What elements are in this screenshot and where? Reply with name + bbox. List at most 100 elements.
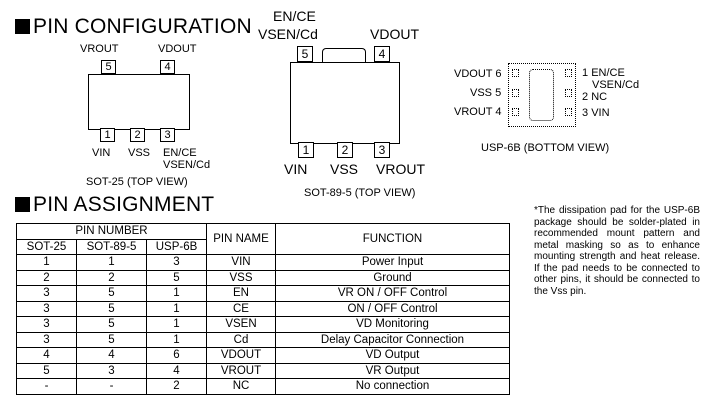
sot25-pin5: 5 (101, 60, 116, 74)
cell-sot25: 4 (16, 347, 77, 364)
cell-pin-name: Cd (206, 331, 276, 348)
usp6b-pin2-label: 2 NC (582, 91, 608, 103)
header-usp6b: USP-6B (146, 238, 207, 255)
usp6b-caption: USP-6B (BOTTOM VIEW) (481, 142, 610, 154)
usp6b-pin6-label: VDOUT 6 (454, 68, 502, 80)
cell-sot25: 2 (16, 269, 77, 286)
sot89-package-body (290, 62, 400, 144)
cell-function: Power Input (275, 254, 510, 271)
sot89-caption: SOT-89-5 (TOP VIEW) (304, 187, 416, 199)
cell-sot25: 1 (16, 254, 77, 271)
sot25-package-body (88, 74, 190, 130)
cell-function: Ground (275, 269, 510, 286)
sot89-pin3: 3 (374, 142, 390, 158)
sot89-pin5-label-line2: VSEN/Cd (258, 26, 318, 42)
sot89-pin1-label: VIN (284, 161, 308, 177)
cell-pin-name: VIN (206, 254, 276, 271)
usp6b-pad3 (565, 108, 572, 116)
cell-sot89: 3 (76, 362, 147, 379)
sot89-pin5: 5 (297, 46, 313, 62)
sot89-pin5-label-line1: EN/CE (273, 8, 316, 24)
cell-function: VD Output (275, 347, 510, 364)
cell-pin-name: VSEN (206, 316, 276, 333)
usp6b-pin5-label: VSS 5 (470, 87, 502, 99)
header-pin-name: PIN NAME (206, 223, 276, 255)
header-sot25: SOT-25 (16, 238, 77, 255)
sot25-pin3-label-line2: VSEN/Cd (163, 159, 211, 171)
usp6b-pad1 (565, 69, 572, 77)
pin-configuration-heading: PIN CONFIGURATION (15, 15, 252, 39)
cell-function: VD Monitoring (275, 316, 510, 333)
cell-usp6b: 5 (146, 269, 207, 286)
cell-sot89: 5 (76, 331, 147, 348)
usp6b-pad4 (512, 108, 519, 116)
cell-sot25: 3 (16, 316, 77, 333)
cell-usp6b: 1 (146, 285, 207, 302)
cell-pin-name: VDOUT (206, 347, 276, 364)
sot89-pin1: 1 (298, 142, 314, 158)
header-sot89: SOT-89-5 (76, 238, 147, 255)
cell-function: VR Output (275, 362, 510, 379)
usp6b-dissipation-pad (529, 69, 554, 121)
cell-sot89: 5 (76, 300, 147, 317)
sot25-pin2-label: VSS (128, 147, 151, 159)
sot89-pin4: 4 (374, 46, 390, 62)
cell-usp6b: 1 (146, 316, 207, 333)
pin-assignment-table: PIN NUMBER PIN NAME FUNCTION SOT-25 SOT-… (16, 223, 510, 395)
cell-sot89: 2 (76, 269, 147, 286)
cell-usp6b: 2 (146, 378, 207, 395)
cell-pin-name: NC (206, 378, 276, 395)
usp6b-pin3-label: 3 VIN (582, 107, 610, 119)
cell-usp6b: 1 (146, 300, 207, 317)
cell-sot89: 5 (76, 285, 147, 302)
cell-pin-name: VROUT (206, 362, 276, 379)
cell-sot89: 4 (76, 347, 147, 364)
usp6b-pin1-label-line2: VSEN/Cd (592, 79, 640, 91)
cell-function: VR ON / OFF Control (275, 285, 510, 302)
header-function: FUNCTION (275, 223, 510, 255)
cell-usp6b: 1 (146, 331, 207, 348)
sot89-pin4-label: VDOUT (370, 26, 419, 42)
cell-sot89: 5 (76, 316, 147, 333)
sot25-pin3-label-line1: EN/CE (163, 147, 197, 159)
usp6b-package-outline (508, 63, 576, 127)
sot25-pin3: 3 (160, 128, 175, 142)
cell-usp6b: 4 (146, 362, 207, 379)
sot25-caption: SOT-25 (TOP VIEW) (86, 176, 188, 188)
cell-usp6b: 3 (146, 254, 207, 271)
usp6b-pad5 (512, 89, 519, 97)
sot25-pin1: 1 (100, 128, 115, 142)
sot25-pin5-label: VROUT (80, 43, 119, 55)
sot89-pin3-label: VROUT (376, 161, 425, 177)
cell-function: No connection (275, 378, 510, 395)
cell-sot89: - (76, 378, 147, 395)
cell-sot25: 5 (16, 362, 77, 379)
header-pin-number: PIN NUMBER (16, 223, 207, 240)
cell-function: ON / OFF Control (275, 300, 510, 317)
cell-usp6b: 6 (146, 347, 207, 364)
cell-sot25: - (16, 378, 77, 395)
cell-sot25: 3 (16, 300, 77, 317)
usp6b-pin1-label-line1: 1 EN/CE (582, 67, 625, 79)
usp6b-pin4-label: VROUT 4 (454, 106, 502, 118)
sot25-pin1-label: VIN (92, 147, 111, 159)
cell-pin-name: VSS (206, 269, 276, 286)
sot89-tab (322, 48, 366, 63)
cell-function: Delay Capacitor Connection (275, 331, 510, 348)
cell-sot25: 3 (16, 331, 77, 348)
sot25-pin4: 4 (160, 60, 175, 74)
pin-assignment-heading: PIN ASSIGNMENT (15, 193, 214, 217)
sot25-pin2: 2 (130, 128, 145, 142)
dissipation-pad-note: *The dissipation pad for the USP-6B pack… (534, 205, 700, 297)
usp6b-pad2 (565, 89, 572, 97)
cell-pin-name: EN (206, 285, 276, 302)
cell-sot25: 3 (16, 285, 77, 302)
